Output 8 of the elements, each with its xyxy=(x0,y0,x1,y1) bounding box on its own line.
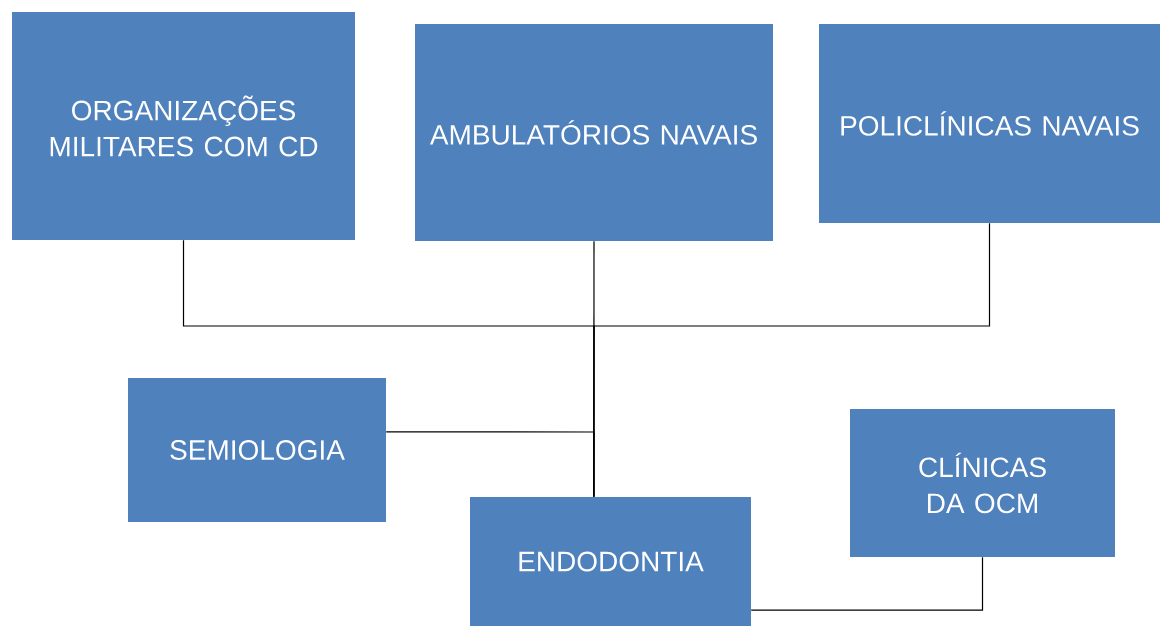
connector-line xyxy=(385,431,595,498)
process-box: SEMIOLOGIA xyxy=(128,378,386,522)
process-box: AMBULATÓRIOS NAVAIS xyxy=(415,24,773,241)
process-box: ENDODONTIA xyxy=(470,497,751,626)
process-box: ORGANIZAÇÕES MILITARES COM CD xyxy=(12,12,355,240)
connector-line xyxy=(750,556,984,611)
process-box: POLICLÍNICAS NAVAIS xyxy=(819,24,1160,223)
process-box: CLÍNICAS DA OCM xyxy=(850,409,1115,557)
